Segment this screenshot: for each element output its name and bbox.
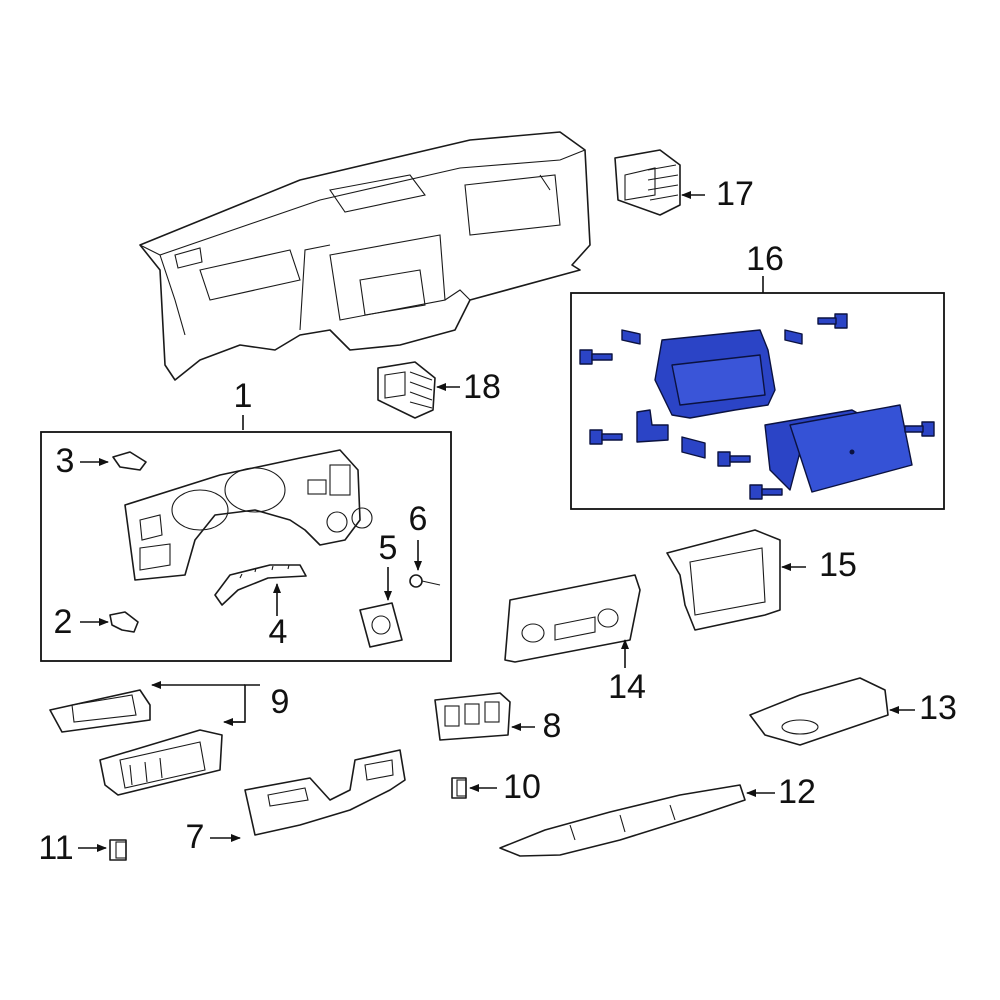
part-17-vent xyxy=(614,149,681,216)
callout-6: 6 xyxy=(409,500,428,538)
part-16-group-box xyxy=(570,292,945,510)
callout-16: 16 xyxy=(746,240,784,278)
part-9-pocket xyxy=(49,689,223,796)
part-15-bezel xyxy=(666,529,781,631)
part-6-screw xyxy=(409,574,441,588)
callout-8: 8 xyxy=(543,707,562,745)
instrument-panel-drawing xyxy=(139,131,591,381)
part-18-vent xyxy=(377,361,436,419)
callout-7: 7 xyxy=(186,818,205,856)
callout-14: 14 xyxy=(608,668,646,706)
part-13-tray xyxy=(749,677,889,746)
part-5-plate xyxy=(359,602,403,648)
callout-17: 17 xyxy=(716,175,754,213)
part-8-switch-panel xyxy=(434,692,511,741)
callout-13: 13 xyxy=(919,689,957,727)
callout-3: 3 xyxy=(56,442,75,480)
callout-4: 4 xyxy=(269,613,288,651)
leader-lines xyxy=(78,191,915,852)
callout-12: 12 xyxy=(778,773,816,811)
part-11-clip xyxy=(109,839,127,861)
callout-11: 11 xyxy=(38,829,73,867)
callout-10: 10 xyxy=(503,768,541,806)
part-1-group-box xyxy=(40,431,452,662)
callout-15: 15 xyxy=(819,546,857,584)
part-1-cluster-panel xyxy=(124,449,373,581)
callout-2: 2 xyxy=(54,603,73,641)
callout-18: 18 xyxy=(463,368,501,406)
part-16-glove-box xyxy=(579,313,935,500)
part-12-lower-cover xyxy=(499,784,746,857)
part-7-trim xyxy=(244,749,406,836)
callout-1: 1 xyxy=(234,377,253,415)
part-4-hood xyxy=(214,564,307,606)
part-3-clip xyxy=(112,451,147,471)
part-2-clip xyxy=(109,611,139,633)
callout-9: 9 xyxy=(271,683,290,721)
callout-5: 5 xyxy=(379,529,398,567)
part-14-panel xyxy=(504,574,641,663)
part-10-clip xyxy=(451,777,467,799)
